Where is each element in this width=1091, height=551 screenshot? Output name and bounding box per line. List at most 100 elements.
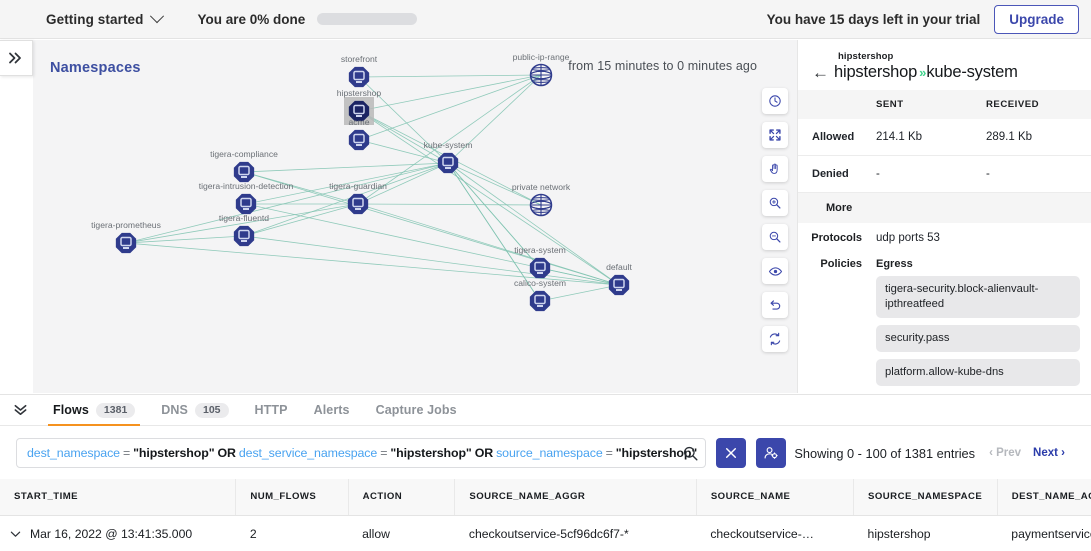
table-header-row: SENT RECEIVED xyxy=(798,90,1091,119)
search-icon[interactable] xyxy=(682,445,699,467)
graph-node-label: default xyxy=(606,262,632,272)
clock-icon-button[interactable] xyxy=(762,88,788,114)
namespace-octagon-icon xyxy=(348,129,370,151)
row-expand-chevron-down-icon[interactable] xyxy=(10,527,30,541)
col-blank xyxy=(798,90,876,119)
screen-icon xyxy=(352,197,364,208)
col-received: RECEIVED xyxy=(986,90,1091,119)
flows-col-source_name[interactable]: SOURCE_NAME xyxy=(696,479,855,516)
screen-icon xyxy=(353,133,365,144)
traffic-received-value: - xyxy=(986,155,1091,193)
graph-node-hipstershop[interactable]: hipstershop xyxy=(337,88,382,125)
policy-chip[interactable]: security.pass xyxy=(876,325,1080,353)
service-graph-panel[interactable]: Namespaces from 15 minutes to 0 minutes … xyxy=(33,40,797,393)
more-section-label[interactable]: More xyxy=(798,193,1091,223)
refresh-icon-button[interactable] xyxy=(762,326,788,352)
hand-icon-button[interactable] xyxy=(762,156,788,182)
screen-stand-icon xyxy=(123,247,129,249)
zoom-out-icon xyxy=(769,231,781,243)
screen-stand-icon xyxy=(356,144,362,146)
clear-search-button[interactable] xyxy=(716,438,746,468)
graph-node-label: tigera-intrusion-detection xyxy=(199,181,294,191)
graph-node-tigera-intrusion-detection[interactable]: tigera-intrusion-detection xyxy=(199,181,294,215)
graph-edge xyxy=(125,235,245,244)
graph-edge xyxy=(358,74,542,141)
next-page-button[interactable]: Next › xyxy=(1033,447,1065,459)
query-token-val: "hipstershop" xyxy=(390,446,472,460)
protocols-value: udp ports 53 xyxy=(876,232,940,244)
graph-node-calico-system[interactable]: calico-system xyxy=(514,278,566,312)
flows-col-source_name_aggr[interactable]: SOURCE_NAME_AGGR xyxy=(454,479,697,516)
flows-col-dest_name_aggr[interactable]: DEST_NAME_AGGR xyxy=(997,479,1091,516)
graph-node-tigera-fluentd[interactable]: tigera-fluentd xyxy=(219,213,269,247)
next-label: Next xyxy=(1033,447,1058,459)
flows-col-action[interactable]: ACTION xyxy=(348,479,456,516)
graph-node-tigera-guardian[interactable]: tigera-guardian xyxy=(329,181,387,215)
policy-chip[interactable]: platform.allow-kube-dns xyxy=(876,359,1080,387)
graph-toolbar[interactable] xyxy=(762,88,788,352)
query-token-or: OR xyxy=(217,446,236,460)
prev-page-button[interactable]: ‹ Prev xyxy=(989,447,1022,459)
tab-http[interactable]: HTTP xyxy=(242,394,301,426)
graph-edge xyxy=(357,203,620,286)
expand-icon-button[interactable] xyxy=(762,122,788,148)
graph-node-kube-system[interactable]: kube-system xyxy=(424,140,473,174)
eye-icon-button[interactable] xyxy=(762,258,788,284)
pager[interactable]: ‹ Prev Next › xyxy=(989,447,1065,459)
zoom-out-icon-button[interactable] xyxy=(762,224,788,250)
sidebar-expand-button[interactable] xyxy=(0,40,33,76)
undo-icon-button[interactable] xyxy=(762,292,788,318)
globe-parallel xyxy=(530,70,552,80)
back-arrow-icon[interactable]: ← xyxy=(812,63,829,82)
graph-node-acme[interactable]: acme xyxy=(348,117,370,151)
trial-section: You have 15 days left in your trial Upgr… xyxy=(767,4,1091,34)
graph-node-label: tigera-system xyxy=(514,245,566,255)
screen-stand-icon xyxy=(537,272,543,274)
getting-started-menu[interactable]: Getting started xyxy=(46,9,164,27)
graph-node-tigera-compliance[interactable]: tigera-compliance xyxy=(210,149,278,183)
flows-col-start_time[interactable]: START_TIME xyxy=(0,479,237,516)
flows-col-source_namespace[interactable]: SOURCE_NAMESPACE xyxy=(853,479,998,516)
upgrade-button[interactable]: Upgrade xyxy=(994,4,1079,34)
policies-label: Policies xyxy=(820,258,862,270)
graph-node-label: acme xyxy=(348,117,369,127)
cell-source-namespace: hipstershop xyxy=(853,515,998,551)
cell-action: allow xyxy=(348,515,455,551)
graph-edge xyxy=(447,162,541,302)
traffic-row-label: Allowed xyxy=(798,119,876,156)
graph-node-storefront[interactable]: storefront xyxy=(341,54,378,88)
flows-col-num_flows[interactable]: NUM_FLOWS xyxy=(235,479,349,516)
graph-node-public-ip-range[interactable]: public-ip-range xyxy=(513,52,570,87)
graph-node-private-network[interactable]: private network xyxy=(512,182,571,217)
policies-direction-label: Egress xyxy=(876,258,913,270)
graph-edge xyxy=(357,74,542,205)
graph-node-label: hipstershop xyxy=(337,88,382,98)
traffic-sent-value: 214.1 Kb xyxy=(876,119,986,156)
flow-direction-icon: » xyxy=(919,65,926,80)
graph-node-tigera-prometheus[interactable]: tigera-prometheus xyxy=(91,220,161,254)
tab-alerts[interactable]: Alerts xyxy=(301,394,363,426)
panel-collapse-button[interactable] xyxy=(0,404,40,416)
zoom-in-icon-button[interactable] xyxy=(762,190,788,216)
policy-chip[interactable]: tigera-security.block-alienvault-ipthrea… xyxy=(876,276,1080,319)
graph-node-default[interactable]: default xyxy=(606,262,633,296)
namespace-octagon-icon xyxy=(437,152,459,174)
graph-edge xyxy=(125,203,359,244)
graph-node-tigera-system[interactable]: tigera-system xyxy=(514,245,566,279)
query-token-op: = xyxy=(605,446,613,460)
graph-edge xyxy=(243,171,620,286)
graph-edge xyxy=(357,162,449,205)
user-settings-button[interactable] xyxy=(756,438,786,468)
policies-row: Policies Egress tigera-security.block-al… xyxy=(798,244,1091,393)
namespace-octagon-icon xyxy=(608,274,630,296)
tab-capture-jobs[interactable]: Capture Jobs xyxy=(363,394,470,426)
